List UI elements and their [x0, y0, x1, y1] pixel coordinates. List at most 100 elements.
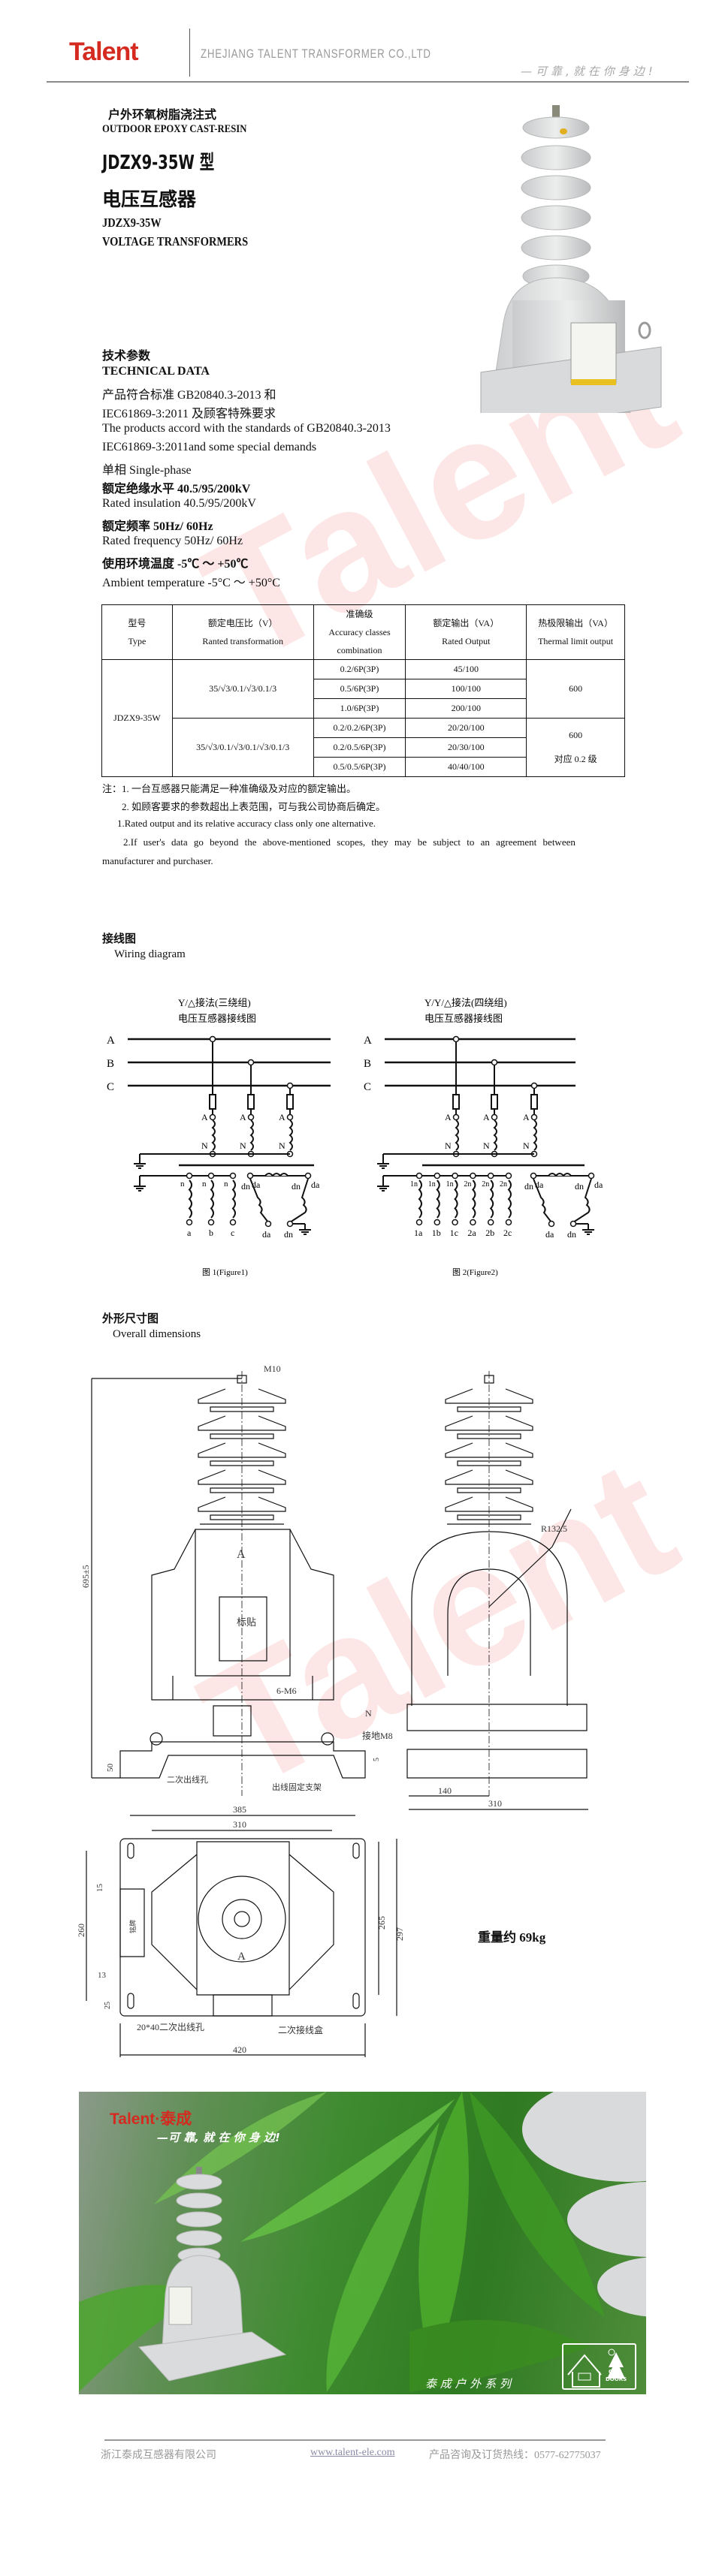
figure-caption: 图 1(Figure1)	[202, 1267, 248, 1277]
winding	[210, 1180, 214, 1219]
terminal	[415, 1172, 423, 1180]
terminal	[264, 1220, 272, 1228]
winding	[249, 1119, 254, 1151]
arch	[411, 1531, 568, 1676]
dimension-line	[409, 1795, 588, 1810]
winding	[436, 1180, 440, 1219]
slogan: —可靠,就在你身边!	[521, 65, 657, 78]
terminal	[487, 1172, 494, 1180]
terminal-label: dn	[284, 1229, 293, 1240]
winding	[231, 1180, 236, 1219]
fuse-icon	[491, 1094, 498, 1110]
tech-title-en: TECHNICAL DATA	[102, 365, 210, 378]
terminal	[470, 1219, 476, 1226]
note: 1.Rated output and its relative accuracy…	[117, 818, 376, 829]
cell-output: 40/40/100	[405, 757, 527, 777]
product-title: 电压互感器	[102, 188, 197, 210]
type-cn: 户外环氧树脂浇注式	[108, 107, 217, 122]
section-mark: A	[237, 1548, 246, 1561]
note: 注：1. 一台互感器只能满足一种准确级及对应的额定输出。	[102, 783, 357, 794]
winding	[264, 1173, 289, 1177]
terminal-label: da	[311, 1180, 320, 1190]
terminal-label: n	[202, 1180, 207, 1189]
insulator-shed	[210, 1433, 274, 1439]
phase-label: A	[364, 1035, 372, 1047]
terminal-label: 1n	[410, 1180, 418, 1189]
terminal-stud	[484, 1375, 494, 1384]
terminal	[186, 1219, 193, 1226]
terminal	[229, 1172, 237, 1180]
body	[151, 1676, 334, 1701]
terminal	[207, 1219, 215, 1226]
terminal-label: A	[201, 1112, 208, 1122]
terminal	[530, 1172, 537, 1180]
terminal	[452, 1172, 458, 1180]
spec-line: IEC61869-3:2011 及顾客特殊要求	[102, 408, 276, 420]
winding	[472, 1180, 476, 1219]
dimension-label: M10	[264, 1363, 281, 1374]
terminal-label: da	[594, 1180, 603, 1190]
fuse-icon	[452, 1094, 460, 1110]
terminal-label: N	[201, 1140, 208, 1151]
terminal	[452, 1035, 460, 1043]
terminal-label: 1n	[428, 1180, 436, 1189]
terminal-label: A	[523, 1112, 530, 1122]
nameplate-side	[119, 1888, 145, 1957]
dimensions-title-cn: 外形尺寸图	[102, 1312, 159, 1325]
terminal	[286, 1113, 294, 1121]
dimension-label: 铭牌	[128, 1920, 137, 1933]
mounting-slot	[352, 1842, 360, 1859]
bushing-outline	[222, 1899, 262, 1939]
header-output: 额定输出（VA）Rated Output	[405, 604, 527, 660]
table-row: 35/√3/0.1/√3/0.1/√3/0.1/3 0.2/0.2/6P(3P)…	[102, 718, 625, 777]
terminal-label: da	[545, 1229, 554, 1240]
note: 2.If user's data go beyond the above-men…	[123, 836, 576, 848]
spec-line: 产品符合标准 GB20840.3-2013 和	[102, 389, 276, 402]
phase-label: A	[107, 1035, 115, 1047]
winding	[548, 1173, 572, 1177]
spec-line: The products accord with the standards o…	[102, 422, 391, 435]
website-link[interactable]: www.talent-ele.com	[310, 2447, 395, 2458]
product-photo	[480, 105, 662, 413]
dimension-label: 310	[488, 1798, 502, 1809]
product-en: VOLTAGE TRANSFORMERS	[102, 234, 249, 249]
terminal-label: dn	[575, 1181, 584, 1192]
winding	[188, 1180, 192, 1219]
terminal	[548, 1220, 555, 1228]
dimension-label: 5	[373, 1758, 381, 1761]
lifting-eye	[150, 1732, 163, 1746]
terminal	[452, 1113, 460, 1121]
terminal	[186, 1172, 193, 1180]
wiring-title-cn: 接线图	[102, 932, 137, 945]
terminal	[505, 1219, 512, 1226]
footer-company: 浙江泰成互感器有限公司	[101, 2450, 216, 2461]
terminal	[491, 1113, 498, 1121]
terminal	[530, 1113, 538, 1121]
fuse-icon	[286, 1094, 294, 1110]
terminal-label: c	[231, 1228, 234, 1238]
spec-line: Ambient temperature -5°C ～ +50°C	[102, 577, 280, 589]
ground-icon	[134, 1186, 146, 1192]
terminal-label: 2a	[467, 1228, 476, 1238]
ground-icon	[582, 1229, 594, 1235]
mounting-slot	[352, 1993, 360, 2009]
brand-logo: Talent	[69, 38, 139, 66]
terminal	[505, 1172, 512, 1180]
bushing-outline	[234, 1911, 250, 1927]
side-base	[406, 1676, 588, 1779]
nameplate-box	[219, 1596, 267, 1662]
terminal-label: n	[180, 1180, 185, 1189]
terminal-label: A	[279, 1112, 285, 1122]
insulator-shed	[210, 1487, 274, 1493]
dimension-line	[119, 2023, 366, 2057]
terminal-stud	[237, 1375, 247, 1384]
dimension-label: 标贴	[237, 1616, 256, 1628]
cell-accuracy: 0.2/0.5/6P(3P)	[313, 737, 406, 758]
terminal-label: dn	[567, 1229, 576, 1240]
dimension-line	[91, 1378, 242, 1779]
terminal-label: A	[240, 1112, 246, 1122]
tech-title-cn: 技术参数	[102, 348, 151, 363]
body-top	[196, 1841, 290, 1996]
